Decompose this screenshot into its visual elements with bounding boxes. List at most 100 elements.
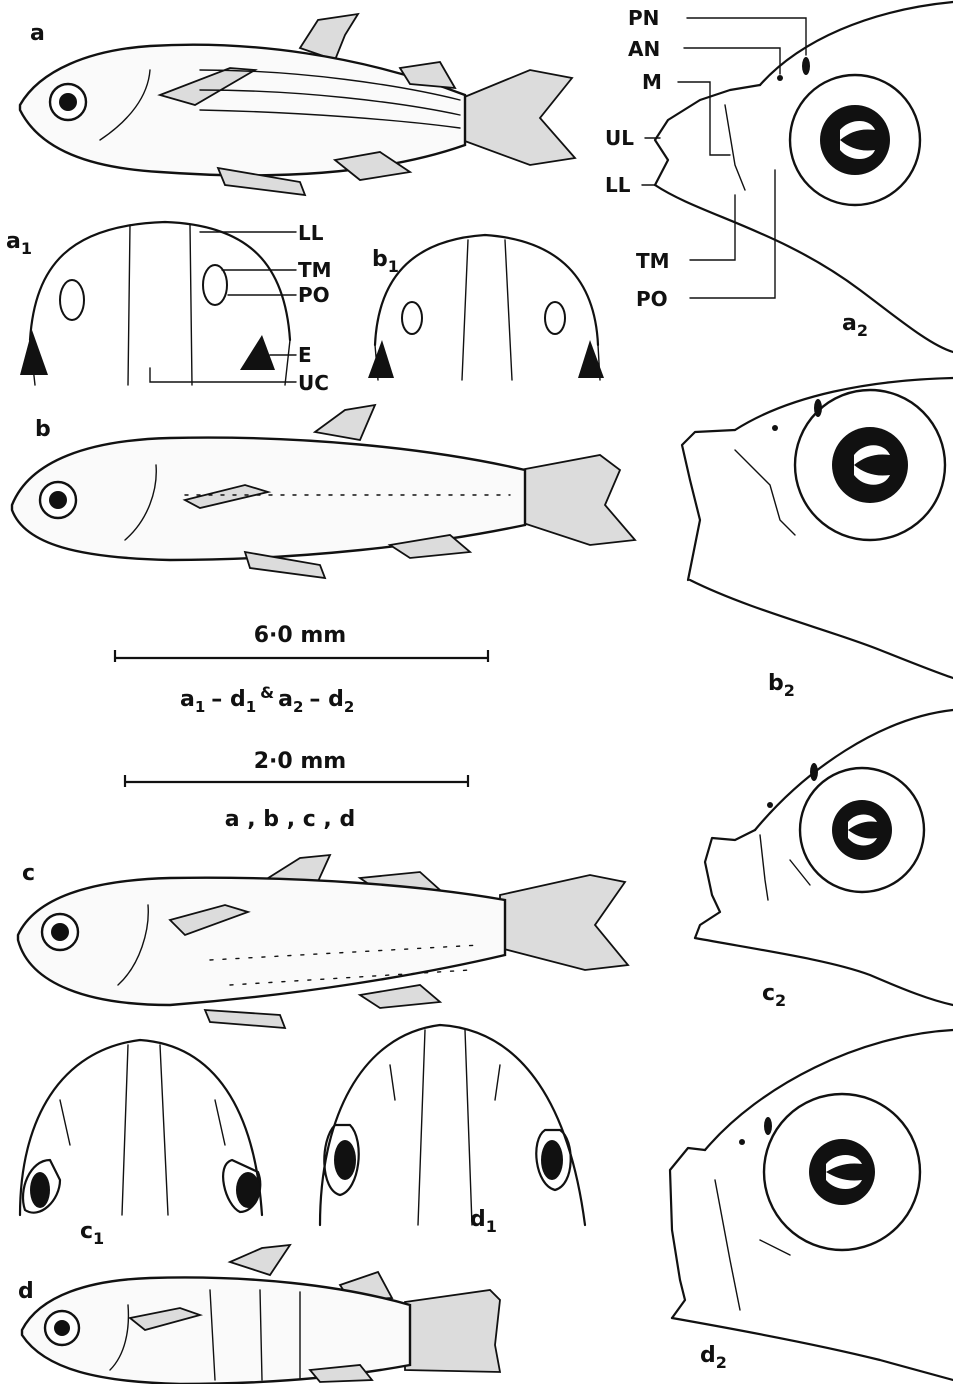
c1-gill-filaments: [60, 1100, 225, 1145]
panel-label-c2: c2: [762, 981, 786, 1010]
label-UL: UL: [605, 126, 634, 150]
leader-AN: [684, 48, 780, 74]
panel-label-c1: c1: [80, 1219, 104, 1248]
d2-lens: [809, 1139, 875, 1205]
b1-left-eye: [368, 340, 394, 378]
b1-right-eye: [578, 340, 604, 378]
d1-head-outline: [320, 1025, 585, 1225]
c2-posterior-nostril: [810, 763, 818, 781]
label-TM-ventral: TM: [298, 258, 332, 282]
fish-c-body: [18, 878, 505, 1005]
d1-left-eye: [334, 1140, 356, 1180]
b1-side-lines: [375, 345, 600, 380]
panel-label-b2: b2: [768, 671, 795, 700]
head-ventral-d1: d1: [320, 1025, 585, 1236]
scale-bar-small: 2·0 mm a , b , c , d: [125, 749, 468, 832]
panel-label-d1: d1: [470, 1207, 497, 1236]
scale-large-caption: a1– d1&a2– d2: [180, 683, 354, 716]
d1-urohyal-cartilage: [418, 1030, 472, 1225]
fish-c-pupil: [51, 923, 69, 941]
b2-lens: [832, 427, 908, 503]
fish-b: b: [12, 405, 635, 578]
fish-a: a: [20, 14, 575, 195]
label-UC-ventral: UC: [298, 371, 329, 395]
a1-right-gill-loop: [203, 265, 227, 305]
head-lateral-a2: a2 PN AN M UL LL TM PO: [605, 2, 953, 352]
fish-c-pelvic-fin: [205, 1010, 285, 1028]
scale-small-value: 2·0 mm: [254, 749, 346, 774]
fish-b-pupil: [49, 491, 67, 509]
fish-c-anal-fin: [360, 985, 440, 1008]
scale-large-value: 6·0 mm: [254, 623, 346, 648]
b2-posterior-nostril: [814, 399, 822, 417]
head-ventral-c1: c1: [20, 1040, 262, 1248]
c2-snout-lips: [695, 830, 755, 938]
a2-posterior-nostril: [802, 57, 810, 75]
fish-a-caudal-fin: [462, 70, 575, 165]
d2-posterior-nostril: [764, 1117, 772, 1135]
b2-snout-lips: [682, 430, 735, 580]
a2-snout-lips: [655, 85, 760, 185]
a1-left-gill-loop: [60, 280, 84, 320]
fish-a-body: [20, 45, 465, 176]
label-M: M: [642, 70, 662, 94]
fish-a-pupil: [59, 93, 77, 111]
c2-lens: [832, 800, 892, 860]
panel-label-b1: b1: [372, 247, 399, 276]
a2-lens: [820, 105, 890, 175]
head-lateral-b2: b2: [682, 378, 953, 700]
label-TM-lateral: TM: [636, 249, 670, 273]
c2-anterior-nostril: [767, 802, 773, 808]
label-AN: AN: [628, 37, 660, 61]
label-LL-ventral: LL: [298, 221, 324, 245]
d1-right-eye: [541, 1140, 563, 1180]
fish-d-caudal-fin: [405, 1290, 500, 1372]
fish-d-dorsal-fin: [230, 1245, 290, 1275]
b2-anterior-nostril: [772, 425, 778, 431]
label-PO-ventral: PO: [298, 283, 330, 307]
panel-label-a: a: [30, 21, 45, 46]
fish-c-caudal-fin: [500, 875, 628, 970]
a1-urohyal-cartilage: [128, 225, 192, 385]
a2-anterior-nostril: [777, 75, 783, 81]
panel-label-c: c: [22, 861, 35, 886]
a2-maxilla: [725, 105, 745, 190]
head-lateral-c2: c2: [695, 710, 953, 1010]
fish-d-pupil: [54, 1320, 70, 1336]
head-ventral-b1: b1: [368, 235, 604, 380]
panel-label-a2: a2: [842, 311, 868, 340]
label-PN: PN: [628, 6, 659, 30]
label-LL-lateral: LL: [605, 173, 631, 197]
head-lateral-d2: d2: [670, 1030, 953, 1380]
a1-left-eye: [20, 330, 48, 375]
leader-UC-ventral: [150, 368, 296, 382]
panel-label-a1: a1: [6, 229, 32, 258]
panel-label-d2: d2: [700, 1343, 727, 1372]
panel-label-b: b: [35, 417, 51, 442]
label-PO-lateral: PO: [636, 287, 668, 311]
b2-maxilla: [735, 450, 795, 535]
c1-right-eye: [236, 1172, 260, 1208]
scale-bar-large: 6·0 mm a1– d1&a2– d2: [115, 623, 488, 716]
fish-d: d: [18, 1245, 500, 1384]
panel-label-d: d: [18, 1279, 34, 1304]
fish-b-dorsal-fin: [315, 405, 375, 440]
b1-left-gill-loop: [402, 302, 422, 334]
d2-anterior-nostril: [739, 1139, 745, 1145]
d2-snout-lips: [670, 1148, 705, 1318]
c1-urohyal-cartilage: [122, 1045, 168, 1215]
fish-b-caudal-fin: [520, 455, 635, 545]
leader-TM-lateral: [690, 195, 735, 260]
c1-left-eye: [30, 1172, 50, 1208]
d1-gill-filaments: [390, 1065, 500, 1100]
head-ventral-a1: a1 LL TM PO E UC: [6, 221, 332, 395]
scale-small-caption: a , b , c , d: [225, 807, 355, 832]
fish-c: c: [18, 855, 628, 1028]
b1-urohyal-cartilage: [462, 240, 512, 380]
b1-right-gill-loop: [545, 302, 565, 334]
leader-PN: [687, 18, 806, 55]
label-E-ventral: E: [298, 343, 312, 367]
a1-right-eye: [240, 335, 275, 370]
